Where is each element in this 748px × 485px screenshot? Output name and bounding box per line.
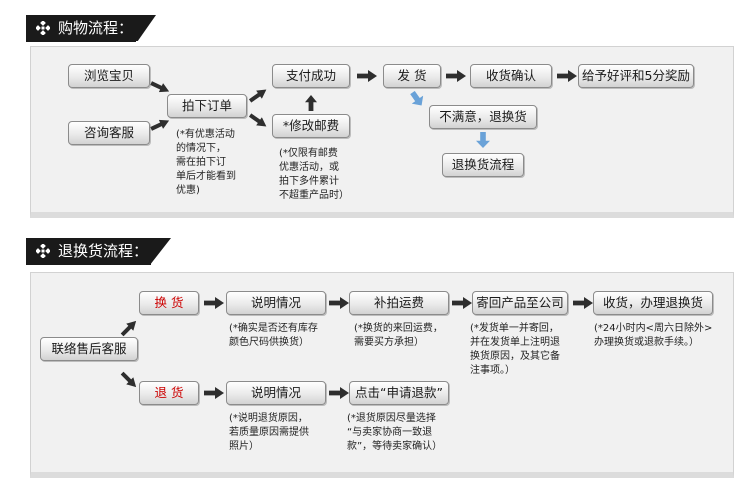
note-confirm: (*24小时内<周六日除外> 办理换货或退款手续。） <box>594 323 713 348</box>
node-receive: 收货确认 <box>470 64 552 88</box>
node-exchange: 换 货 <box>139 291 199 315</box>
section1-title: 购物流程： <box>58 19 134 37</box>
node-send-back: 寄回产品至公司 <box>472 291 568 315</box>
section1-header: 购物流程： <box>26 15 176 41</box>
section1-tag: 购物流程： <box>26 15 156 41</box>
node-browse: 浏览宝贝 <box>68 64 150 88</box>
section2-rule <box>26 263 151 265</box>
note-modify: (*仅限有邮费 优惠活动，或 拍下多件累计 不超重产品时） <box>279 148 349 201</box>
section2-title: 退换货流程： <box>58 242 149 260</box>
node-contact: 联络售后客服 <box>40 337 138 361</box>
section2-tag: 退换货流程： <box>26 238 171 264</box>
note-reship: (*换货的来回运费， 需要买方承担） <box>354 323 443 348</box>
note-explain2: (*说明退货原因， 若质量原因需提供 照片） <box>229 413 309 452</box>
node-unsatisfied: 不满意，退换货 <box>429 105 537 129</box>
node-order: 拍下订单 <box>167 94 247 118</box>
node-apply: 点击“申请退款” <box>349 381 449 405</box>
node-confirm: 收货，办理退换货 <box>593 291 713 315</box>
note-apply: (*退货原因尽量选择 “与卖家协商一致退 款”，等待卖家确认） <box>347 413 443 452</box>
node-explain1: 说明情况 <box>226 291 326 315</box>
four-diamond-icon <box>36 244 50 258</box>
node-review: 给予好评和5分奖励 <box>578 64 694 88</box>
node-consult: 咨询客服 <box>68 121 150 145</box>
node-explain2: 说明情况 <box>226 381 326 405</box>
note-send-back: (*发货单一并寄回， 并在发货单上注明退 换货原因，及其它备 注事项。） <box>470 323 560 376</box>
node-return-flow: 退换货流程 <box>442 153 524 177</box>
section1-rule <box>26 40 136 42</box>
node-pay: 支付成功 <box>272 64 350 88</box>
four-diamond-icon <box>36 21 50 35</box>
section2-header: 退换货流程： <box>26 238 176 264</box>
node-modify: *修改邮费 <box>272 114 350 138</box>
node-refund: 退 货 <box>139 381 199 405</box>
note-explain1: (*确实是否还有库存 颜色尺码供换货） <box>229 323 318 348</box>
node-reship: 补拍运费 <box>349 291 449 315</box>
note-order: (*有优惠活动 的情况下， 需在拍下订 单后才能看到 优惠) <box>176 129 236 196</box>
node-ship: 发 货 <box>383 64 441 88</box>
